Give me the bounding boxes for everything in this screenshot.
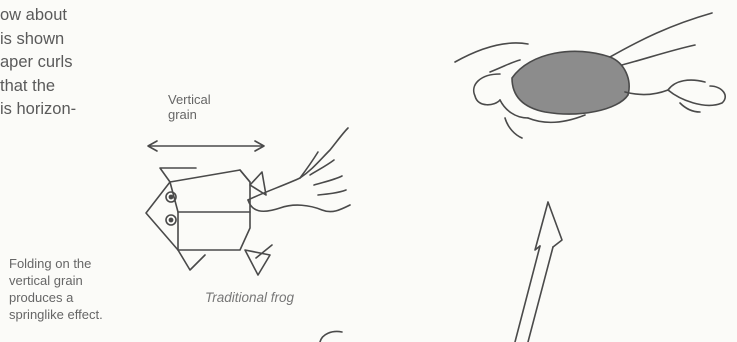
upward-arrow	[515, 202, 562, 342]
partial-circle	[320, 331, 342, 342]
hands-holding-paper	[455, 13, 725, 138]
shaded-paper	[512, 51, 629, 114]
grain-double-arrow	[148, 141, 264, 151]
frog-figure	[146, 168, 272, 275]
pressing-hand	[248, 128, 350, 212]
